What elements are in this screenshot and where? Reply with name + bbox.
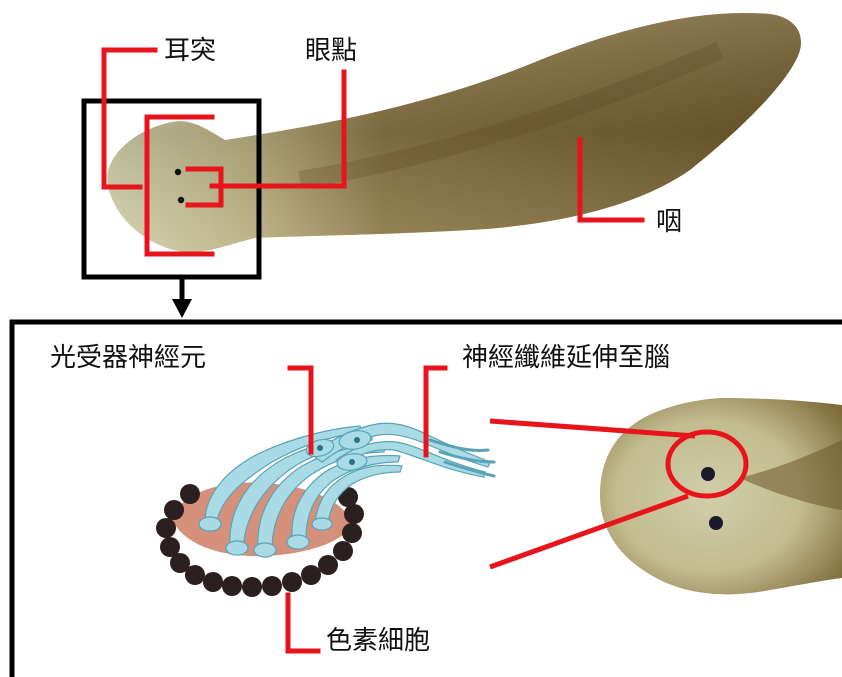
photoreceptor-neuron-label: 光受器神經元 xyxy=(50,345,206,371)
zoom-arrow xyxy=(172,277,192,318)
enlarged-eyespot-upper xyxy=(701,467,715,481)
eyespot-schematic xyxy=(156,423,494,597)
pigment-cells-label: 色素細胞 xyxy=(326,628,430,654)
enlarged-eyespot-lower xyxy=(709,516,723,530)
pigment-cell-leader xyxy=(288,595,318,651)
eyespot-dot-lower xyxy=(178,197,184,203)
auricle-label: 耳突 xyxy=(164,38,216,64)
nerve-fibers-label: 神經纖維延伸至腦 xyxy=(462,345,670,371)
eyespot-dot-upper xyxy=(175,169,181,175)
eyespot-label: 眼點 xyxy=(305,38,357,64)
pharynx-label: 咽 xyxy=(656,209,682,235)
